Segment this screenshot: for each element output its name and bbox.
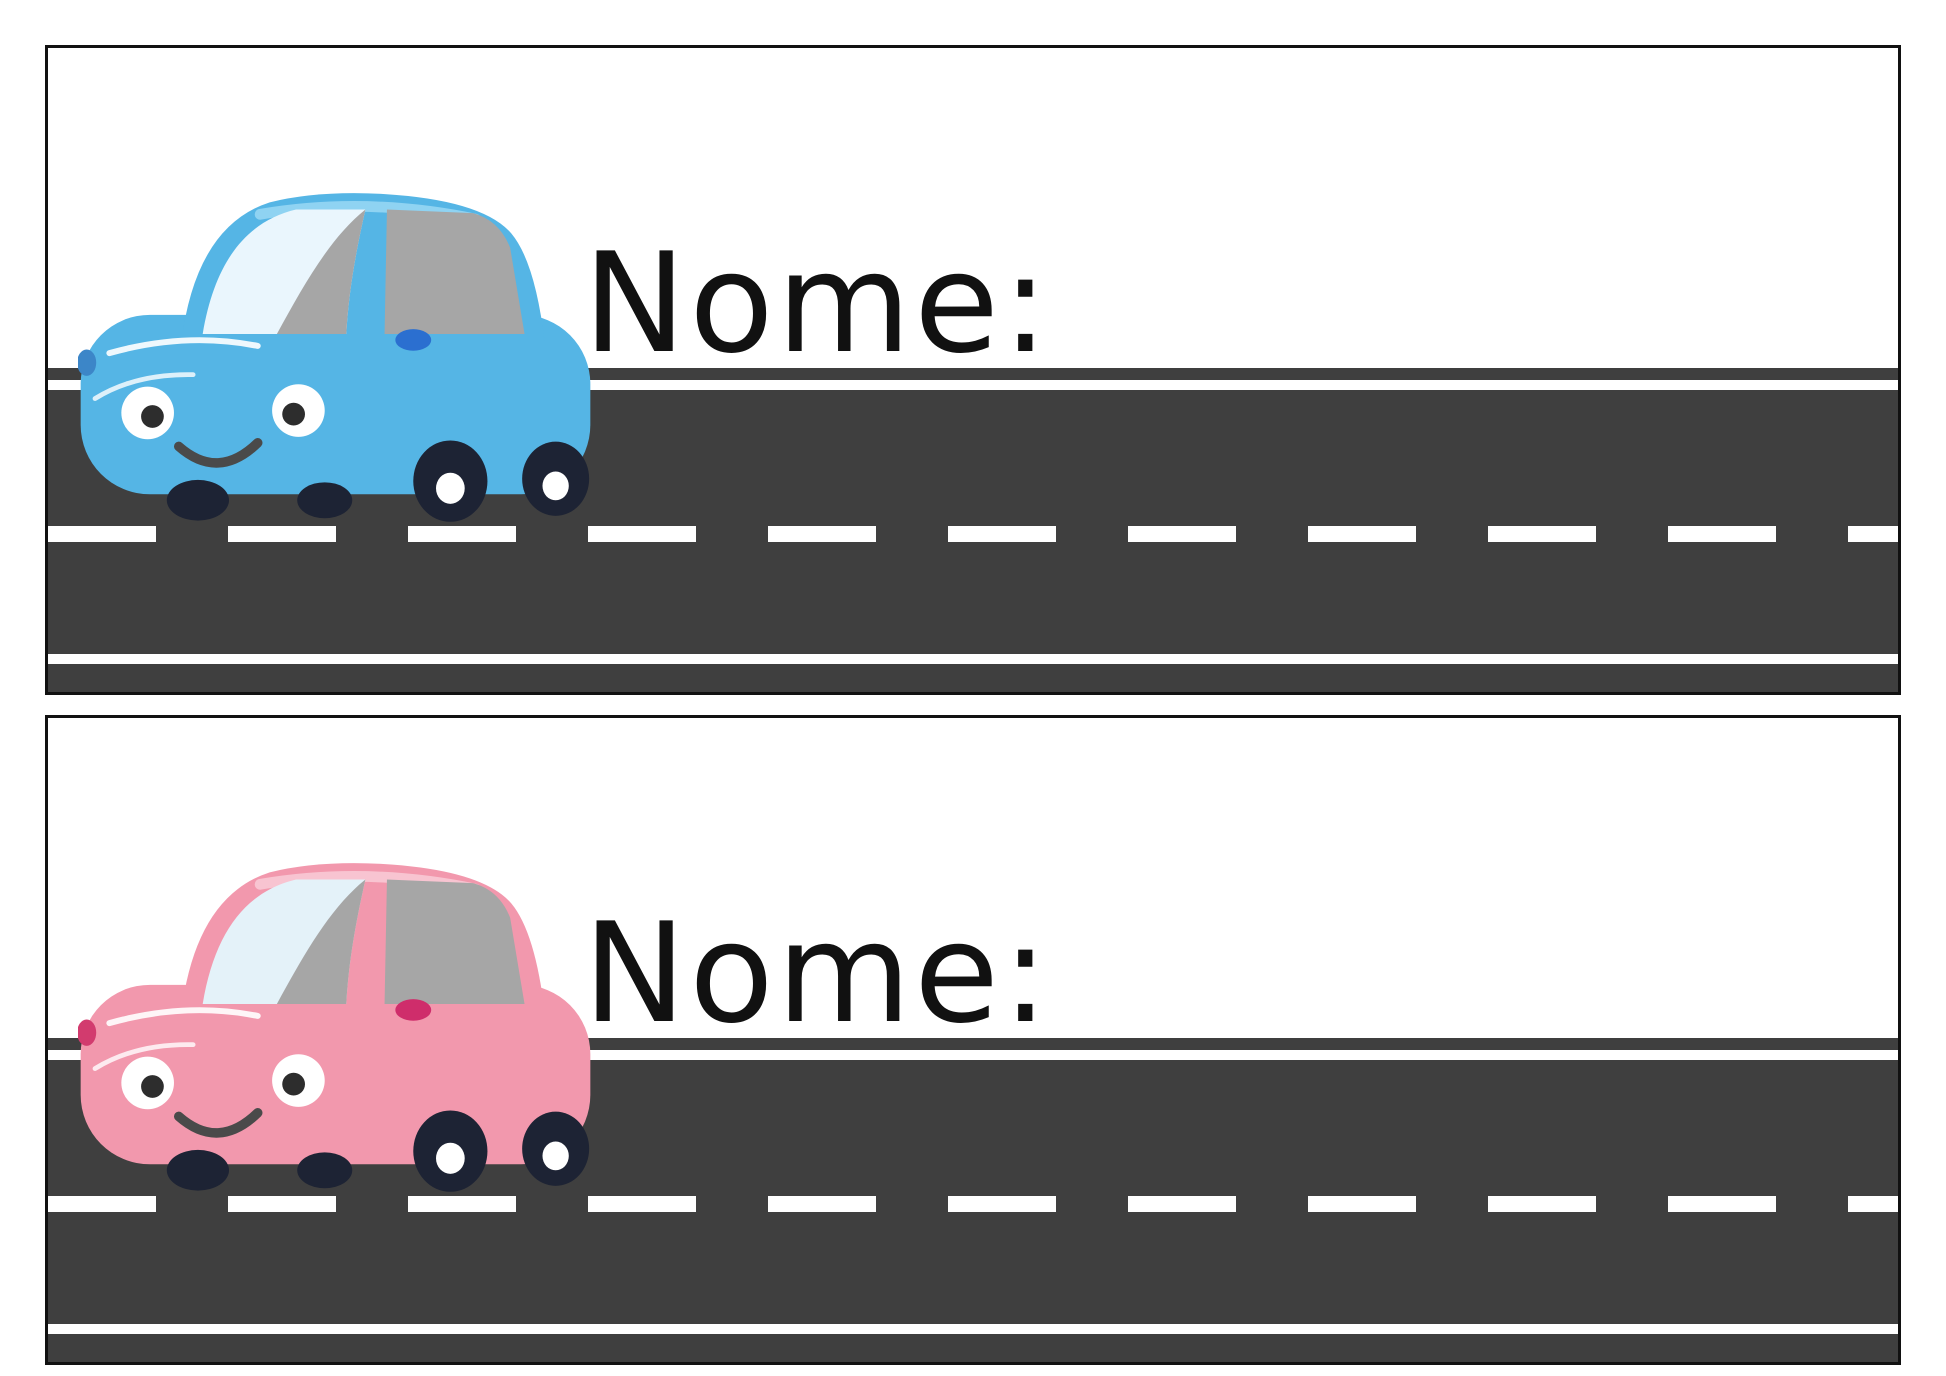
- blue-car-illustration: [78, 188, 593, 523]
- name-tag-card: Nome:: [45, 45, 1901, 695]
- pink-car-illustration: [78, 858, 593, 1193]
- name-label: Nome:: [583, 893, 1052, 1054]
- car-side-accent: [395, 999, 432, 1021]
- car-windows: [202, 879, 525, 1004]
- car-hood-highlights: [92, 337, 261, 401]
- road-edge-line-bottom: [48, 1324, 1898, 1334]
- car-wheels: [166, 440, 590, 522]
- name-label: Nome:: [583, 223, 1052, 384]
- road-edge-line-top: [48, 380, 1898, 390]
- name-tag-card: Nome:: [45, 715, 1901, 1365]
- car-face: [121, 1054, 325, 1138]
- car-icon: [78, 193, 591, 522]
- car-hood-highlights: [92, 1007, 261, 1071]
- road-edge-line-top: [48, 1050, 1898, 1060]
- car-wheels: [166, 1110, 590, 1192]
- road-edge-line-bottom: [48, 654, 1898, 664]
- road: [48, 1038, 1898, 1362]
- road-center-dashed-line: [48, 1196, 1898, 1212]
- car-headlight: [78, 1019, 97, 1046]
- car-windows: [202, 209, 525, 334]
- car-side-accent: [395, 329, 432, 351]
- road-center-dashed-line: [48, 526, 1898, 542]
- car-headlight: [78, 349, 97, 376]
- car-icon: [78, 863, 591, 1192]
- car-face: [121, 384, 325, 468]
